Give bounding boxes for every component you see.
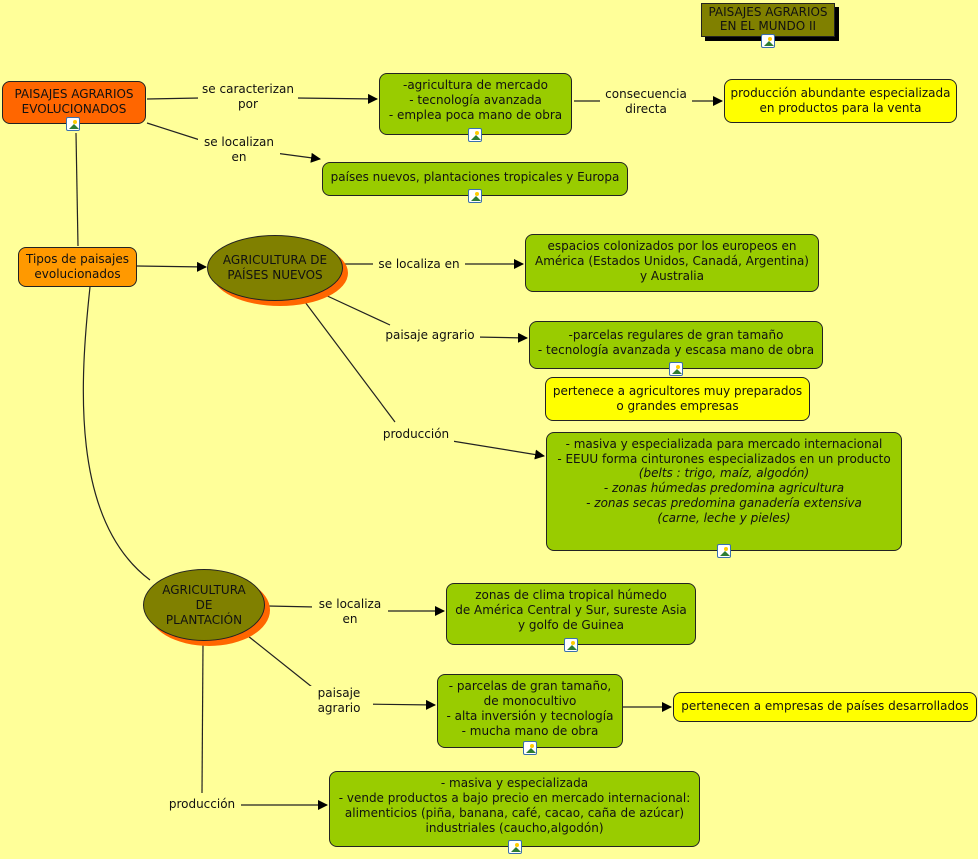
concept-pn-produccion[interactable]: - masiva y especializada para mercado in… — [546, 432, 902, 551]
map-title-line2: EN EL MUNDO II — [719, 19, 817, 33]
link-root-tipos — [75, 132, 79, 247]
arrow-caracterizan — [295, 93, 378, 104]
link-label-pl-paisaje: paisaje agrario — [305, 686, 373, 716]
concept-paises-nuevos-text: AGRICULTURA DE PAÍSES NUEVOS — [222, 253, 328, 282]
link-label-consecuencia: consecuencia directa — [600, 87, 692, 117]
concept-paises-nuevos[interactable]: AGRICULTURA DE PAÍSES NUEVOS — [207, 235, 343, 301]
pn-produccion-line: - zonas húmedas predomina agricultura — [603, 481, 845, 496]
concept-produccion-abundante-text: producción abundante especializada en pr… — [730, 86, 951, 115]
concept-pl-pertenece[interactable]: pertenecen a empresas de países desarrol… — [673, 692, 977, 722]
concept-caracteristicas-text: -agricultura de mercado - tecnología ava… — [388, 78, 563, 122]
link-label-pl-localiza: se localiza en — [312, 597, 388, 627]
concept-pn-pertenece[interactable]: pertenece a agricultores muy preparados … — [545, 377, 810, 421]
image-attachment-icon[interactable] — [523, 741, 537, 755]
image-attachment-icon[interactable] — [508, 840, 522, 854]
link-pl-produccion — [201, 643, 204, 794]
concept-pn-paisaje[interactable]: -parcelas regulares de gran tamaño - tec… — [529, 321, 823, 369]
link-pl-localiza — [267, 605, 316, 608]
image-attachment-icon[interactable] — [717, 544, 731, 558]
link-label-pl-produccion: producción — [163, 797, 241, 812]
link-root-caracterizan — [146, 97, 201, 100]
concept-pl-localiza[interactable]: zonas de clima tropical húmedo de Améric… — [446, 583, 696, 645]
image-attachment-icon[interactable] — [66, 117, 80, 131]
link-pl-paisaje — [247, 635, 313, 688]
concept-pn-localiza[interactable]: espacios colonizados por los europeos en… — [525, 234, 819, 292]
link-pn-paisaje — [322, 293, 391, 326]
concept-pl-produccion-text: - masiva y especializada - vende product… — [338, 776, 691, 835]
concept-plantacion[interactable]: AGRICULTURA DE PLANTACIÓN — [143, 569, 265, 641]
pn-produccion-line: - EEUU forma cinturones especializados e… — [557, 451, 891, 466]
arrow-pn-paisaje — [474, 332, 528, 343]
concept-plantacion-text: AGRICULTURA DE PLANTACIÓN — [162, 582, 246, 627]
image-attachment-icon[interactable] — [669, 362, 683, 376]
link-label-localizan: se localizan en — [198, 135, 280, 165]
concept-localizacion-text: países nuevos, plantaciones tropicales y… — [330, 170, 620, 184]
pn-produccion-line: (belts : trigo, maíz, algodón) — [638, 466, 810, 481]
arrow-pn-produccion — [451, 440, 545, 460]
link-tipos-plantacion — [82, 286, 151, 581]
arrow-localizan — [274, 152, 321, 163]
concept-root-text: PAISAJES AGRARIOS EVOLUCIONADOS — [14, 87, 134, 116]
pn-produccion-line: - masiva y especializada para mercado in… — [565, 437, 883, 451]
concept-pl-paisaje-text: - parcelas de gran tamaño, de monocultiv… — [446, 679, 614, 738]
concept-pn-paisaje-text: -parcelas regulares de gran tamaño - tec… — [537, 328, 815, 357]
arrow-tipos-pn — [136, 261, 207, 272]
link-label-pn-produccion: producción — [378, 427, 454, 442]
concept-tipos-text: Tipos de paisajes evolucionados — [25, 252, 129, 281]
concept-caracteristicas[interactable]: -agricultura de mercado - tecnología ava… — [379, 73, 572, 135]
link-label-pn-localiza: se localiza en — [373, 257, 465, 272]
map-title: PAISAJES AGRARIOS EN EL MUNDO II — [701, 3, 835, 37]
concept-pn-localiza-text: espacios colonizados por los europeos en… — [535, 239, 809, 283]
concept-root[interactable]: PAISAJES AGRARIOS EVOLUCIONADOS — [2, 81, 146, 124]
concept-tipos[interactable]: Tipos de paisajes evolucionados — [18, 247, 137, 287]
map-title-line1: PAISAJES AGRARIOS — [708, 5, 828, 19]
image-attachment-icon[interactable] — [468, 189, 482, 203]
link-label-caracterizan: se caracterizan por — [198, 82, 298, 112]
image-attachment-icon[interactable] — [468, 128, 482, 142]
link-label-pn-paisaje: paisaje agrario — [380, 328, 480, 343]
concept-pl-paisaje[interactable]: - parcelas de gran tamaño, de monocultiv… — [437, 674, 623, 748]
link-root-localizan — [146, 122, 201, 141]
concept-pl-pertenece-text: pertenecen a empresas de países desarrol… — [681, 699, 969, 713]
link-pn-produccion — [304, 301, 396, 423]
pn-produccion-line: - zonas secas predomina ganadería extens… — [586, 495, 862, 510]
pn-produccion-line: (carne, leche y pieles) — [657, 510, 791, 525]
image-attachment-icon[interactable] — [564, 638, 578, 652]
concept-pn-pertenece-text: pertenece a agricultores muy preparados … — [552, 384, 803, 413]
concept-pl-produccion[interactable]: - masiva y especializada - vende product… — [329, 771, 700, 847]
concept-pl-localiza-text: zonas de clima tropical húmedo de Améric… — [455, 588, 687, 632]
concept-produccion-abundante[interactable]: producción abundante especializada en pr… — [724, 79, 957, 123]
image-attachment-icon[interactable] — [761, 34, 775, 48]
